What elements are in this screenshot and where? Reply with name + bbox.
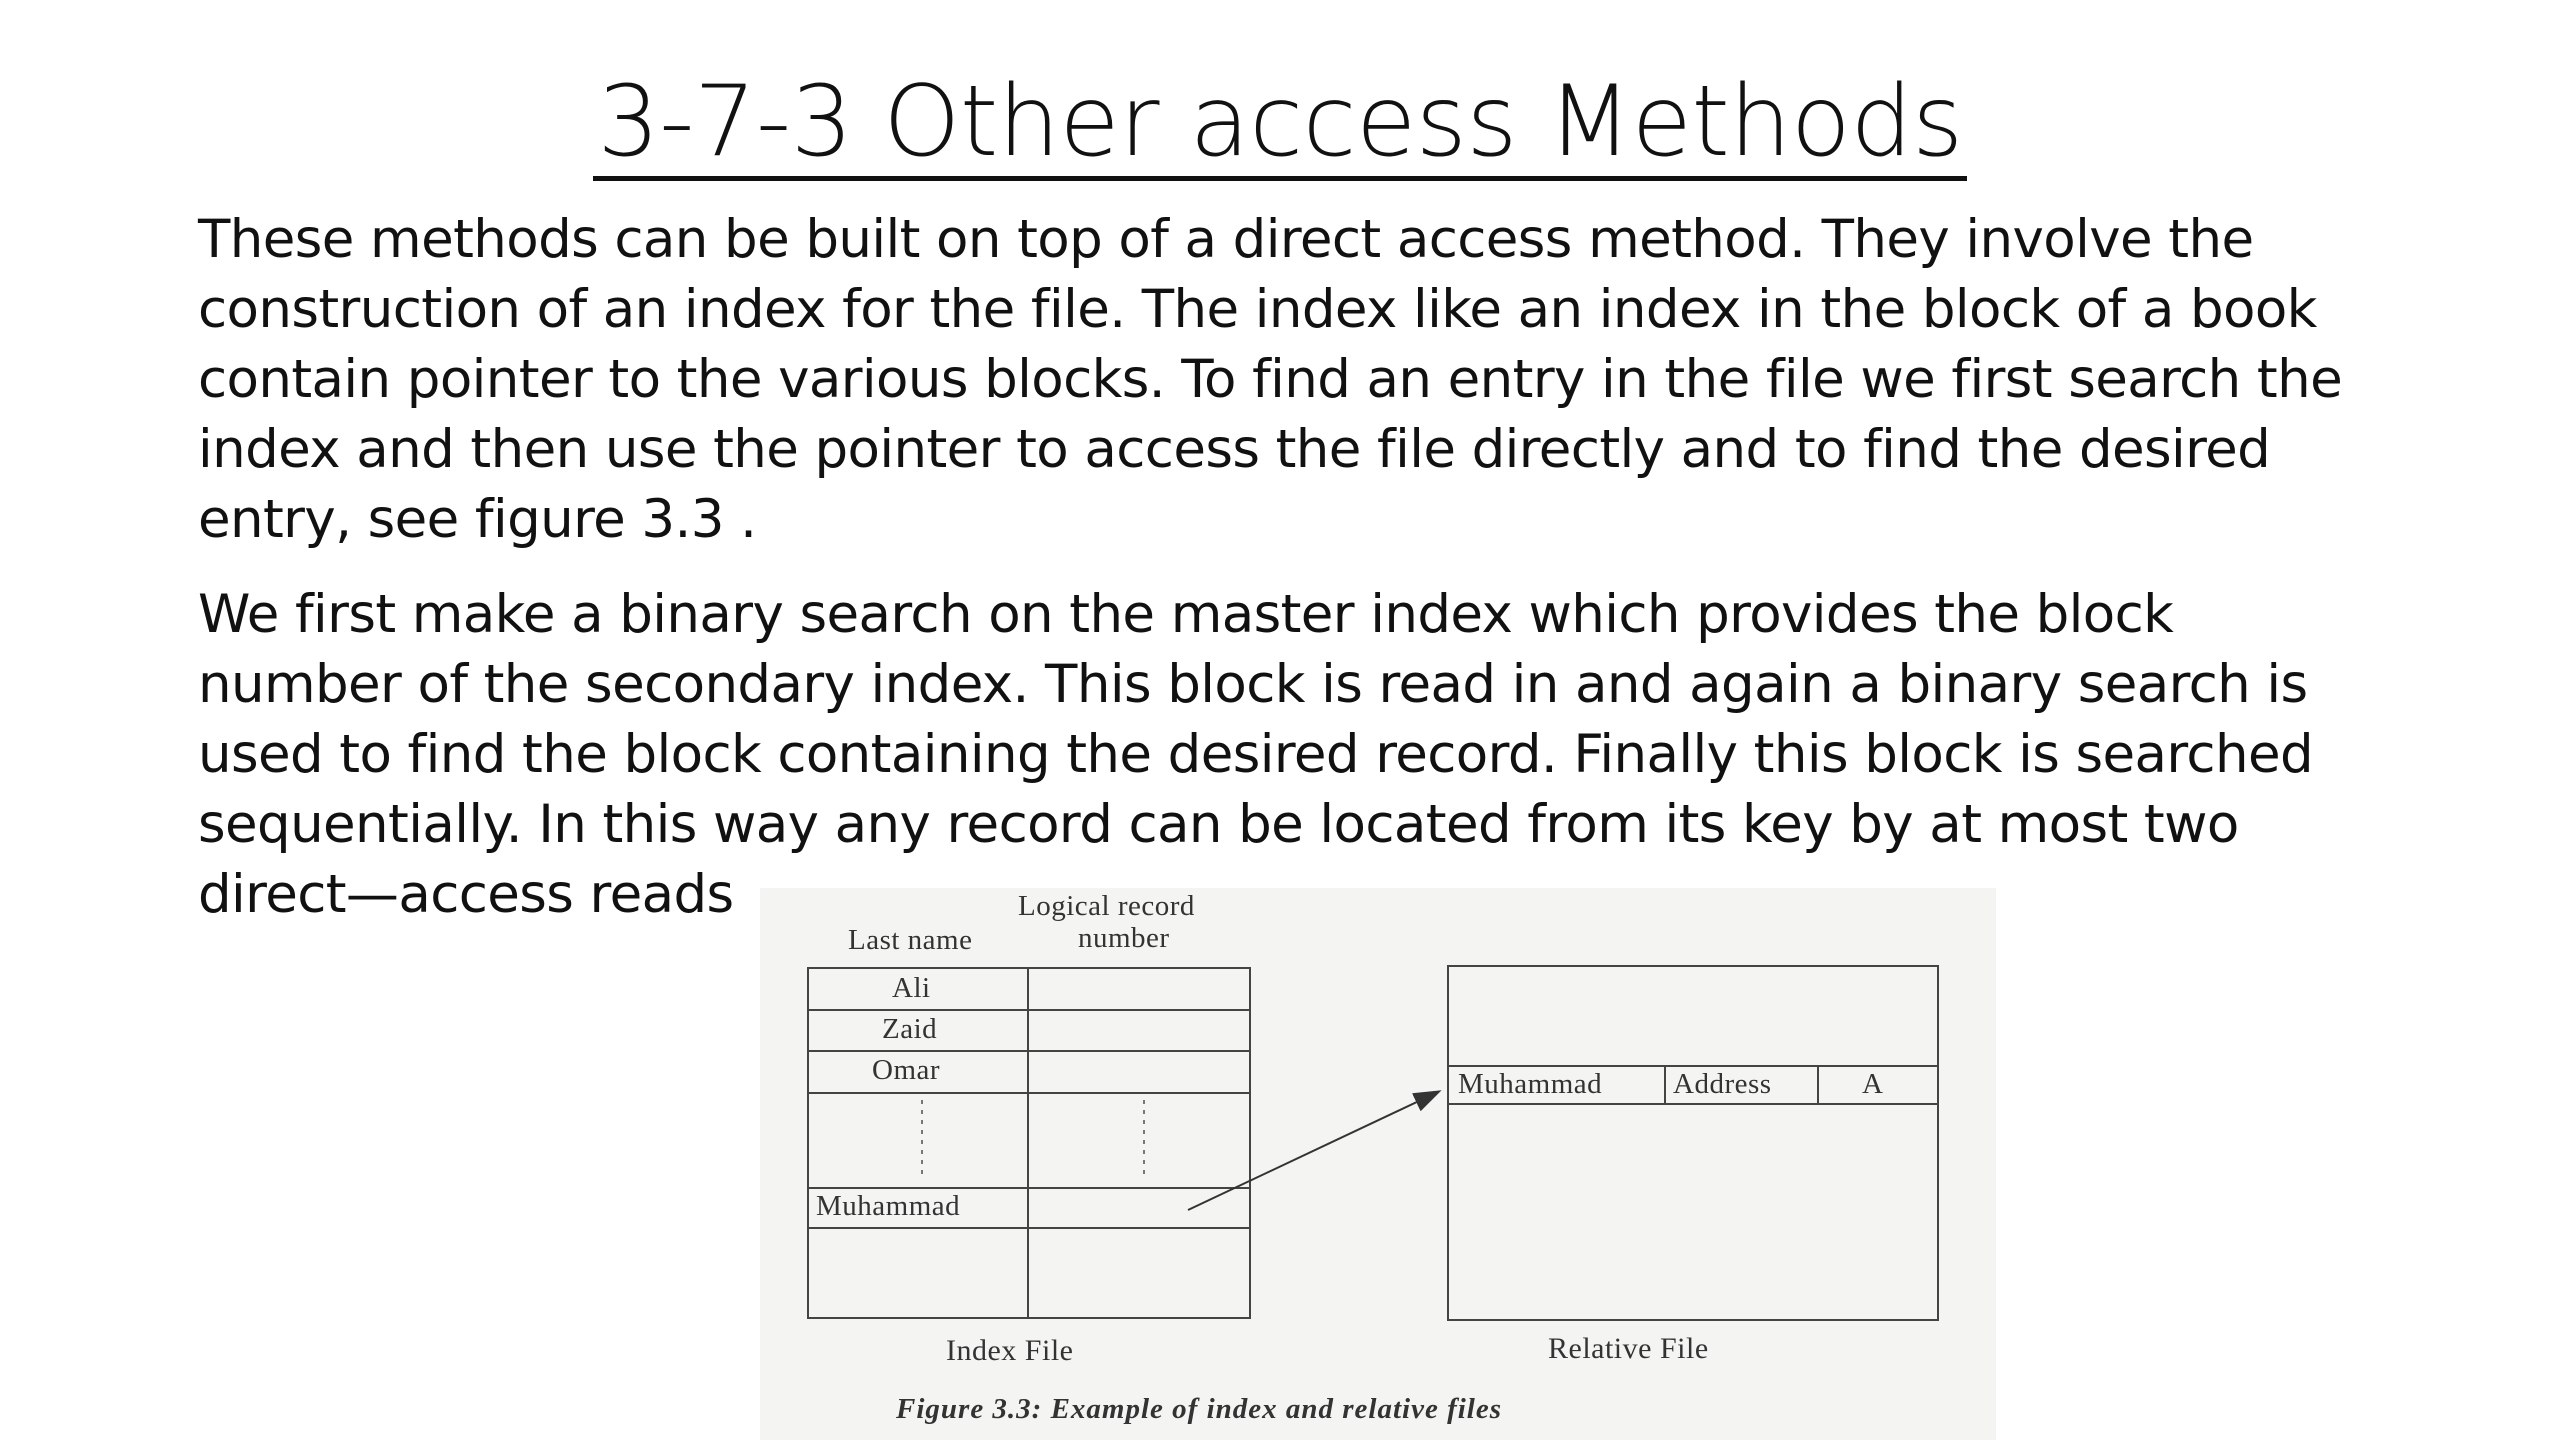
index-entry: Omar [872,1054,941,1086]
last-name-header: Last name [848,924,973,956]
paragraph-2: We first make a binary search on the mas… [198,580,2428,930]
relative-field: Muhammad [1458,1068,1603,1100]
slide-title: 3-7-3 Other access Methods [0,62,2560,182]
relative-file-caption: Relative File [1548,1332,1709,1365]
figure-caption: Figure 3.3: Example of index and relativ… [896,1393,1503,1425]
figure-3-3: Last name Logical record number Ali Zaid… [760,888,1996,1440]
paragraph-1-line: entry, see figure 3.3 . [198,489,757,550]
index-file-table [807,967,1251,1319]
paragraph-2-line: direct—access reads [198,864,734,925]
pointer-arrow [1187,1090,1442,1211]
paragraph-2-line: We first make a binary search on the mas… [198,584,2174,645]
figure-drawing [807,965,1939,1321]
relative-file-border [1447,965,1939,1321]
index-entry: Ali [892,972,931,1004]
index-file-caption: Index File [946,1334,1074,1367]
paragraph-1: These methods can be built on top of a d… [198,205,2428,555]
paragraph-1-line: These methods can be built on top of a d… [198,209,2254,270]
paragraph-1-line: index and then use the pointer to access… [198,419,2271,480]
logical-record-header-number: number [1078,922,1170,954]
slide-title-text: 3-7-3 Other access Methods [593,68,1967,181]
logical-record-header: Logical record [1018,890,1195,922]
relative-field: A [1862,1068,1884,1100]
paragraph-1-line: contain pointer to the various blocks. T… [198,349,2343,410]
paragraph-2-line: number of the secondary index. This bloc… [198,654,2308,715]
paragraph-2-line: sequentially. In this way any record can… [198,794,2239,855]
paragraph-2-line: used to find the block containing the de… [198,724,2314,785]
relative-field: Address [1673,1068,1772,1100]
index-entry: Zaid [882,1013,938,1045]
index-ellipsis-lines [921,1100,1145,1176]
index-entry: Muhammad [816,1190,961,1222]
paragraph-1-line: construction of an index for the file. T… [198,279,2317,340]
relative-file-box [1447,965,1939,1321]
